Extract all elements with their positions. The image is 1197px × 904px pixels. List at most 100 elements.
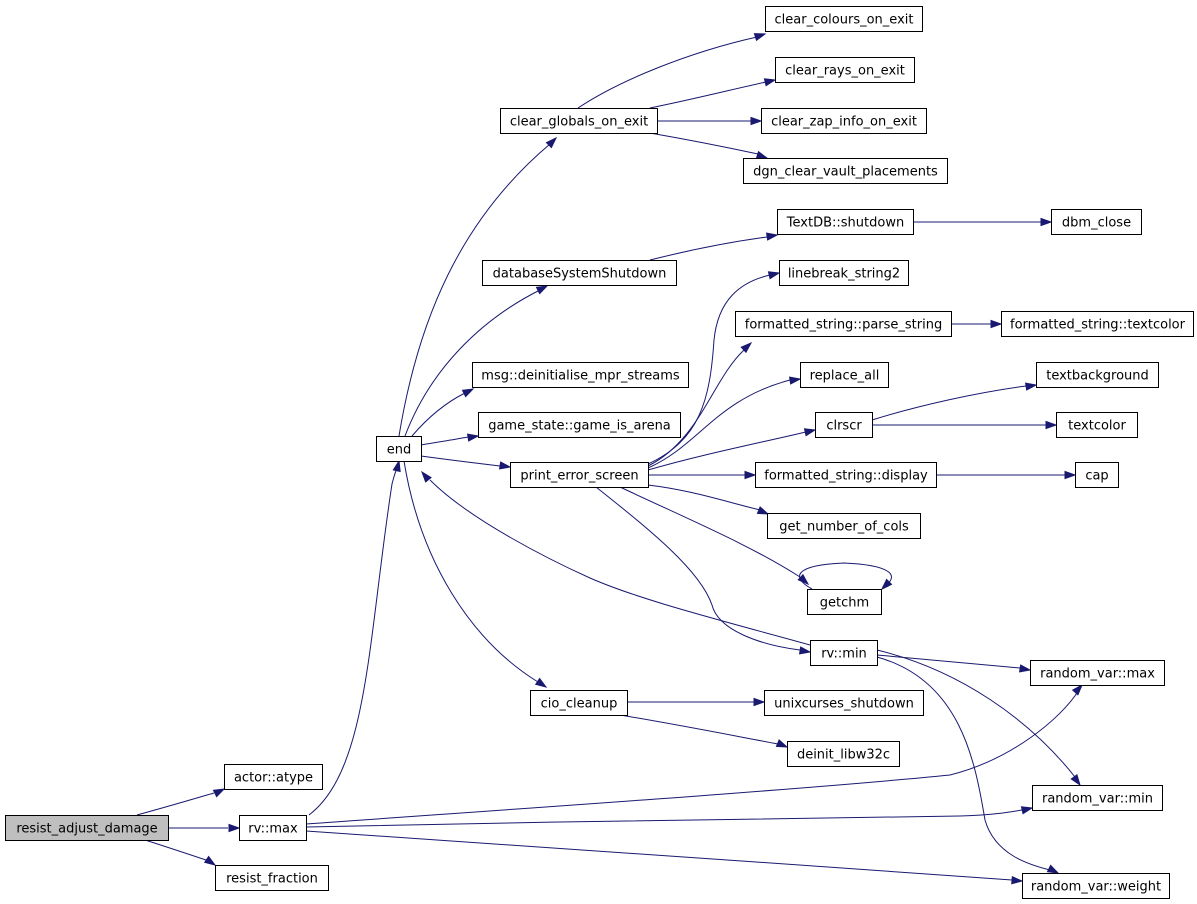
edge-line — [649, 81, 767, 109]
edge-print_error_screen-to-fs_display — [647, 470, 757, 480]
node-linebreak-string2[interactable]: linebreak_string2 — [779, 260, 909, 286]
node-box[interactable] — [239, 815, 307, 841]
node-get-number-of-cols[interactable]: get_number_of_cols — [767, 513, 921, 539]
node-box[interactable] — [1075, 462, 1119, 488]
node-box[interactable] — [224, 764, 323, 790]
node-box[interactable] — [815, 412, 873, 438]
node-box[interactable] — [5, 815, 169, 841]
edge-line — [619, 486, 801, 578]
node-rv-max[interactable]: rv::max — [239, 815, 307, 841]
node-label: clear_rays_on_exit — [785, 64, 905, 79]
edge-arrowhead — [203, 855, 217, 866]
node-random-var-max[interactable]: random_var::max — [1030, 660, 1165, 686]
node-cap[interactable]: cap — [1075, 462, 1119, 488]
node-deinit-libw32c[interactable]: deinit_libw32c — [787, 741, 900, 767]
edge-arrowhead — [1045, 420, 1058, 430]
node-box[interactable] — [1056, 412, 1138, 438]
node-label: msg::deinitialise_mpr_streams — [481, 369, 680, 384]
node-box[interactable] — [1051, 209, 1142, 235]
node-box[interactable] — [215, 865, 329, 891]
edge-resist_adjust_damage-to-rv_max — [167, 823, 241, 833]
node-print-error-screen[interactable]: print_error_screen — [510, 462, 649, 488]
edge-arrowhead — [750, 116, 763, 126]
node-cio-cleanup[interactable]: cio_cleanup — [530, 690, 628, 716]
node-fs-parse-string[interactable]: formatted_string::parse_string — [735, 311, 952, 337]
edge-print_error_screen-to-clrscr — [647, 428, 817, 471]
node-box[interactable] — [787, 741, 900, 767]
node-box[interactable] — [510, 462, 649, 488]
node-box[interactable] — [1036, 362, 1159, 388]
node-game-is-arena[interactable]: game_state::game_is_arena — [478, 412, 681, 438]
edge-line — [144, 839, 207, 861]
node-box[interactable] — [1032, 785, 1163, 811]
node-unixcurses-shutdown[interactable]: unixcurses_shutdown — [764, 690, 924, 716]
node-box[interactable] — [767, 513, 921, 539]
edge-arrowhead — [756, 506, 770, 515]
node-label: rv::min — [821, 647, 867, 662]
node-rv-min[interactable]: rv::min — [810, 640, 878, 666]
node-clear-colours-on-exit[interactable]: clear_colours_on_exit — [765, 6, 923, 32]
edge-resist_adjust_damage-to-actor_atype — [136, 788, 226, 816]
node-clear-rays-on-exit[interactable]: clear_rays_on_exit — [775, 57, 915, 83]
node-box[interactable] — [779, 260, 909, 286]
edge-rv_max-to-random_var_max — [305, 683, 1084, 825]
edge-rv_max-to-end — [308, 459, 401, 816]
node-box[interactable] — [761, 108, 927, 134]
edge-line — [619, 714, 779, 745]
node-actor-atype[interactable]: actor::atype — [224, 764, 323, 790]
node-resist-adjust-damage[interactable]: resist_adjust_damage — [5, 815, 169, 841]
node-resist-fraction[interactable]: resist_fraction — [215, 865, 329, 891]
node-label: textbackground — [1046, 369, 1149, 384]
node-box[interactable] — [478, 412, 681, 438]
node-box[interactable] — [810, 640, 878, 666]
node-label: clear_colours_on_exit — [775, 13, 914, 28]
node-msg-deinit[interactable]: msg::deinitialise_mpr_streams — [472, 362, 689, 388]
node-textbackground[interactable]: textbackground — [1036, 362, 1159, 388]
node-label: cio_cleanup — [541, 697, 618, 712]
node-label: rv::max — [248, 822, 298, 837]
node-label: cap — [1085, 469, 1108, 484]
node-box[interactable] — [1001, 311, 1194, 337]
node-replace-all[interactable]: replace_all — [800, 362, 889, 388]
node-box[interactable] — [743, 158, 948, 184]
node-clear-globals-on-exit[interactable]: clear_globals_on_exit — [500, 108, 658, 134]
node-box[interactable] — [482, 260, 677, 286]
node-box[interactable] — [735, 311, 952, 337]
node-random-var-min[interactable]: random_var::min — [1032, 785, 1163, 811]
node-box[interactable] — [775, 57, 915, 83]
edge-print_error_screen-to-get_number_of_cols — [647, 484, 770, 515]
node-clear-zap-info-on-exit[interactable]: clear_zap_info_on_exit — [761, 108, 927, 134]
node-textcolor[interactable]: textcolor — [1056, 412, 1138, 438]
edge-arrowhead — [461, 388, 475, 398]
node-box[interactable] — [530, 690, 628, 716]
node-dbm-close[interactable]: dbm_close — [1051, 209, 1142, 235]
node-end[interactable]: end — [376, 436, 422, 462]
node-box[interactable] — [800, 362, 889, 388]
edge-rv_max-to-random_var_min — [305, 806, 1034, 828]
edge-line — [647, 274, 771, 465]
node-box[interactable] — [765, 6, 923, 32]
edge-end-to-databaseSystemShutdown — [404, 285, 549, 437]
node-box[interactable] — [1022, 873, 1170, 899]
node-random-var-weight[interactable]: random_var::weight — [1022, 873, 1170, 899]
node-box[interactable] — [472, 362, 689, 388]
node-getchm[interactable]: getchm — [807, 589, 882, 615]
node-databaseSystemShutdown[interactable]: databaseSystemShutdown — [482, 260, 677, 286]
node-box[interactable] — [1030, 660, 1165, 686]
edge-clrscr-to-textcolor — [871, 420, 1058, 430]
node-textdb-shutdown[interactable]: TextDB::shutdown — [777, 209, 914, 235]
edge-clear_globals_on_exit-to-clear_rays_on_exit — [649, 78, 777, 109]
node-box[interactable] — [376, 436, 422, 462]
edge-arrowhead — [753, 697, 766, 707]
edge-line — [647, 379, 791, 469]
node-box[interactable] — [500, 108, 658, 134]
node-fs-display[interactable]: formatted_string::display — [755, 462, 937, 488]
node-clrscr[interactable]: clrscr — [815, 412, 873, 438]
node-box[interactable] — [764, 690, 924, 716]
node-box[interactable] — [777, 209, 914, 235]
edge-fs_display-to-cap — [935, 470, 1077, 480]
node-box[interactable] — [755, 462, 937, 488]
node-dgn-clear-vault-placements[interactable]: dgn_clear_vault_placements — [743, 158, 948, 184]
node-box[interactable] — [807, 589, 882, 615]
node-fs-textcolor[interactable]: formatted_string::textcolor — [1001, 311, 1194, 337]
